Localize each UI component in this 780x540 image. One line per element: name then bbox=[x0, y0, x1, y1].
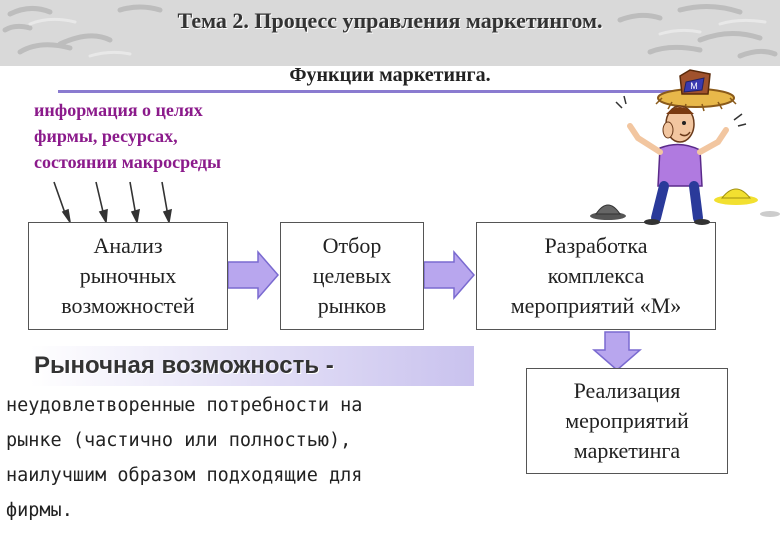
implementation-line-2: мероприятий bbox=[565, 408, 689, 433]
targeting-line-1: Отбор bbox=[322, 233, 382, 258]
analysis-line-2: рыночных bbox=[79, 263, 177, 288]
header-pattern bbox=[2, 4, 778, 59]
mix-line-1: Разработка bbox=[544, 233, 648, 258]
implementation-line-1: Реализация bbox=[573, 378, 681, 403]
title-rule bbox=[58, 90, 698, 93]
analysis-box: Анализ рыночных возможностей bbox=[28, 222, 228, 330]
info-arrow-1 bbox=[53, 181, 67, 217]
mix-box: Разработка комплекса мероприятий «М» bbox=[476, 222, 716, 330]
info-arrowhead-3 bbox=[130, 208, 140, 225]
analysis-line-3: возможностей bbox=[61, 293, 195, 318]
info-arrowhead-1 bbox=[61, 208, 71, 223]
arrow-targeting-to-mix bbox=[423, 249, 475, 301]
arrow-mix-to-implementation bbox=[591, 331, 643, 371]
info-line-2: фирмы, ресурсах, bbox=[34, 126, 178, 146]
page-title: Тема 2. Процесс управления маркетингом. bbox=[177, 8, 603, 33]
definition-line-3: наилучшим образом подходящие для bbox=[6, 465, 363, 486]
definition-text: неудовлетворенные потребности на рынке (… bbox=[6, 388, 476, 528]
info-line-1: информация о целях bbox=[34, 100, 203, 120]
targeting-box: Отбор целевых рынков bbox=[280, 222, 424, 330]
info-arrowhead-4 bbox=[162, 208, 172, 225]
implementation-line-3: маркетинга bbox=[573, 438, 681, 463]
juggler-with-hats-icon: M bbox=[590, 69, 780, 225]
arrow-analysis-to-targeting bbox=[227, 249, 279, 301]
info-arrowhead-2 bbox=[98, 208, 108, 225]
section-subtitle: Функции маркетинга. bbox=[289, 64, 491, 86]
definition-term: Рыночная возможность - bbox=[30, 346, 474, 386]
header-band bbox=[0, 0, 780, 66]
info-note: информация о целях фирмы, ресурсах, сост… bbox=[34, 97, 314, 175]
info-arrow-2 bbox=[95, 181, 105, 217]
mix-line-3: мероприятий «М» bbox=[510, 293, 682, 318]
definition-line-4: фирмы. bbox=[6, 500, 73, 521]
targeting-line-3: рынков bbox=[317, 293, 387, 318]
definition-line-1: неудовлетворенные потребности на bbox=[6, 395, 363, 416]
info-arrow-4 bbox=[161, 181, 169, 217]
implementation-box: Реализация мероприятий маркетинга bbox=[526, 368, 728, 474]
info-line-3: состоянии макросреды bbox=[34, 152, 222, 172]
targeting-line-2: целевых bbox=[312, 263, 392, 288]
hat-label: M bbox=[690, 81, 698, 91]
analysis-line-1: Анализ bbox=[93, 233, 163, 258]
mix-line-2: комплекса bbox=[547, 263, 645, 288]
definition-line-2: рынке (частично или полностью), bbox=[6, 430, 352, 451]
info-arrow-3 bbox=[129, 181, 137, 217]
